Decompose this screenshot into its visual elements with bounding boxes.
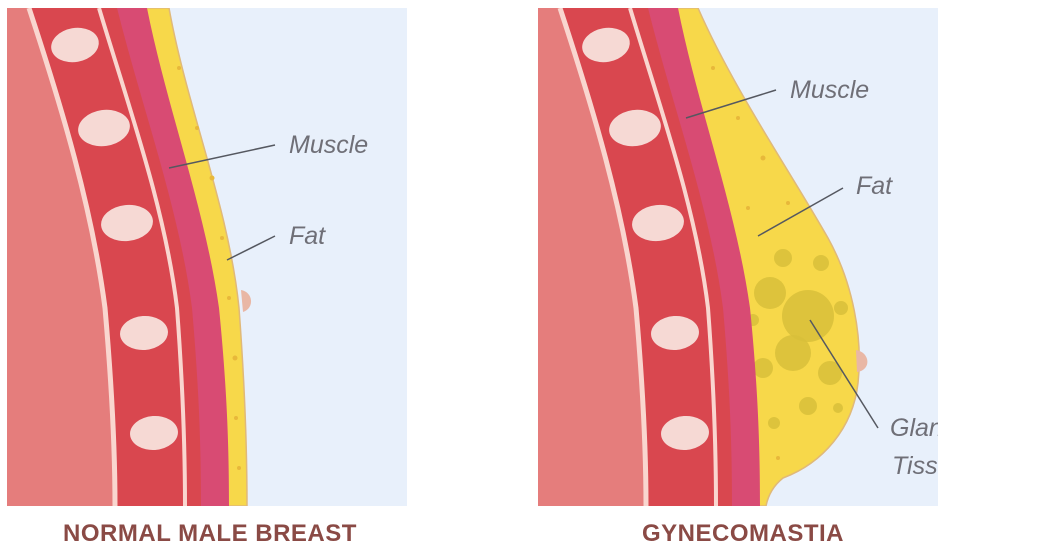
gynecomastia-illustration: Muscle Fat Glandular Tissue [538,8,938,506]
muscle-label: Muscle [289,131,368,159]
glandular-label-line2: Tissue [892,452,938,480]
normal-breast-diagram: Muscle Fat [7,8,407,506]
normal-breast-illustration: Muscle Fat [7,8,407,506]
glandular-label-line1: Glandular [890,414,938,442]
muscle-label: Muscle [790,76,869,104]
normal-breast-caption: NORMAL MALE BREAST [0,520,420,548]
fat-label: Fat [289,222,326,250]
gynecomastia-diagram: Muscle Fat Glandular Tissue [538,8,938,506]
fat-label: Fat [856,172,893,200]
gynecomastia-caption: GYNECOMASTIA [533,520,953,548]
